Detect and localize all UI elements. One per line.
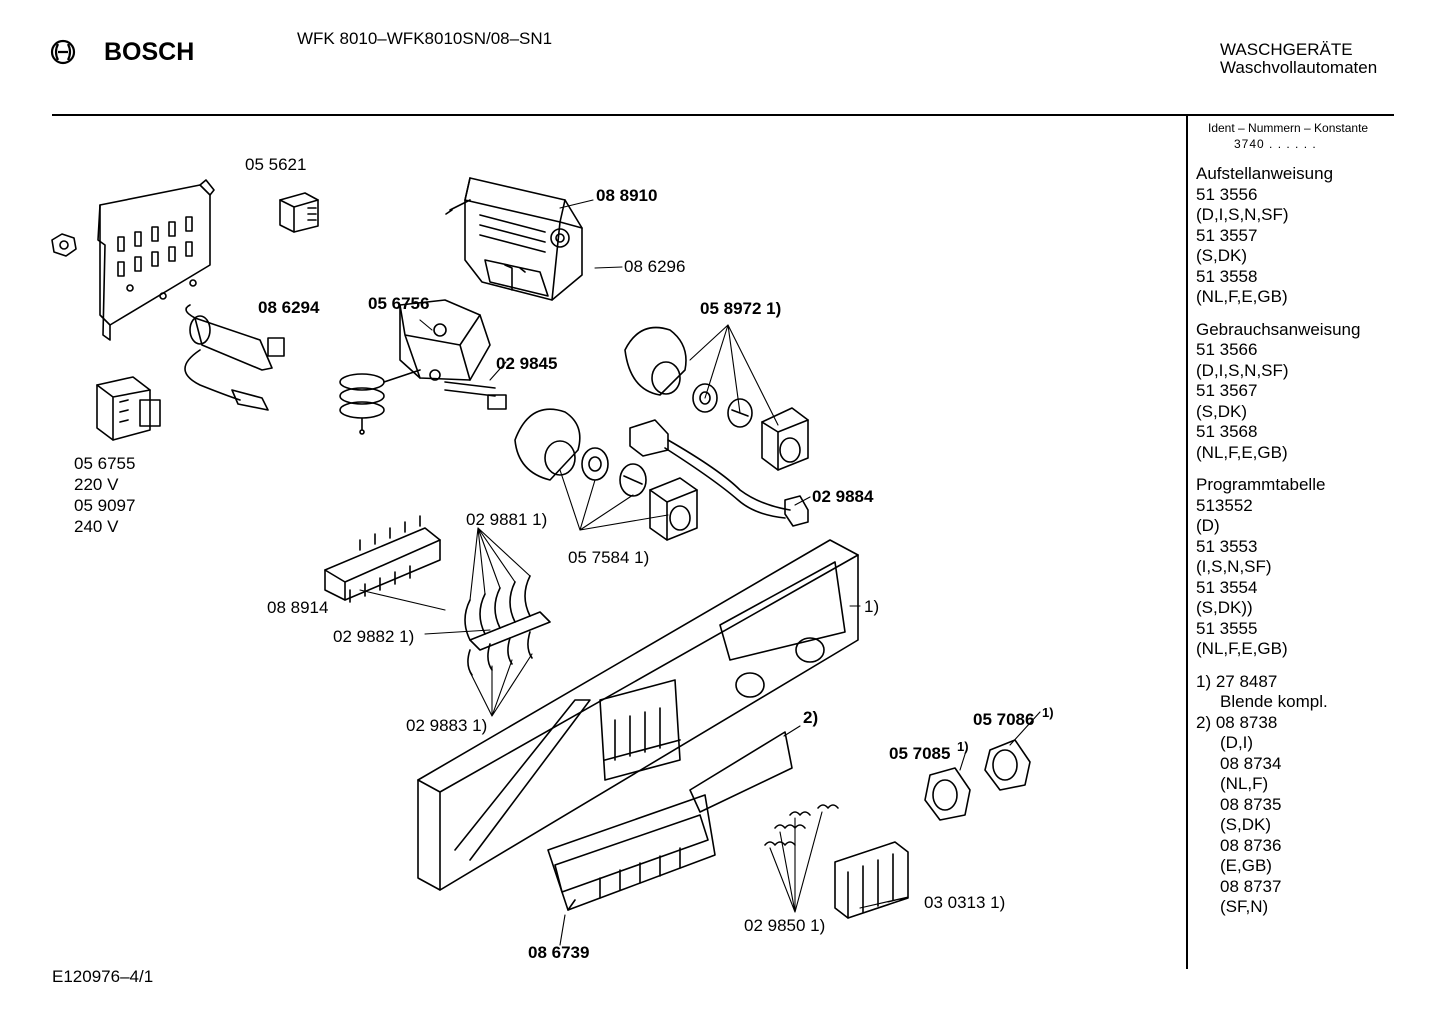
part-label-055621: 05 5621 <box>245 155 307 174</box>
section-title: Programmtabelle <box>1196 475 1326 494</box>
footnote-2: 2) 08 8738 <box>1196 712 1278 732</box>
switch-knob-holders <box>649 407 809 541</box>
transformer <box>96 376 161 441</box>
part-note-057085: 1) <box>957 739 969 754</box>
drawing-number: E120976–4/1 <box>52 967 154 986</box>
leader-lines <box>359 199 1041 946</box>
footnote-2-line: (D,I) <box>1220 733 1254 752</box>
sidebar-divider <box>1186 116 1188 969</box>
footnote-2-line: 08 8735 <box>1220 794 1282 814</box>
model-title: WFK 8010–WFK8010SN/08–SN1 <box>297 29 553 48</box>
section-line: 51 3566 <box>1196 340 1258 359</box>
ident-value: 3740 . . . . . . <box>1234 137 1317 151</box>
section-line: 51 3554 <box>1196 577 1258 597</box>
part-note-057086: 1) <box>1042 705 1054 720</box>
relay-block <box>279 192 319 233</box>
part-label-029850: 02 9850 1) <box>744 916 826 935</box>
section-aufstellanweisung: Aufstellanweisung 51 3556 (D,I,S,N,SF) 5… <box>1196 164 1436 308</box>
section-line: 51 3557 <box>1196 225 1258 245</box>
mounting-bracket <box>97 179 215 341</box>
footnote-2-line: 08 8736 <box>1220 835 1282 855</box>
section-line: 51 3556 <box>1196 184 1258 204</box>
footnote-1: 1) 27 8487 <box>1196 671 1278 691</box>
footnote-2-line: (SF,N) <box>1220 897 1269 916</box>
exploded-parts-diagram <box>0 116 1180 976</box>
section-line: 51 3553 <box>1196 536 1258 556</box>
info-panel: Ident – Nummern – Konstante 3740 . . . .… <box>1196 120 1436 918</box>
knob-cap-upper <box>624 326 687 396</box>
section-line: (D,I,S,N,SF) <box>1196 205 1289 224</box>
contact-springs <box>464 575 551 676</box>
category-title: WASCHGERÄTE <box>1220 40 1353 59</box>
section-line: (I,S,N,SF) <box>1196 557 1272 576</box>
terminal-block <box>324 515 441 603</box>
section-gebrauchsanweisung: Gebrauchsanweisung 51 3566 (D,I,S,N,SF) … <box>1196 320 1436 464</box>
part-label-059097: 05 9097 <box>74 496 136 515</box>
footnote-2-line: 08 8737 <box>1220 876 1282 896</box>
part-label-086296: 08 6296 <box>624 257 686 276</box>
header-divider <box>52 114 1394 116</box>
section-line: 51 3568 <box>1196 422 1258 441</box>
front-panel <box>417 539 859 891</box>
part-label-029881: 02 9881 1) <box>466 510 548 529</box>
panel-note-label: 1) <box>864 597 880 616</box>
section-line: 51 3555 <box>1196 618 1258 638</box>
brand-name: BOSCH <box>104 38 194 66</box>
part-label-086294: 08 6294 <box>258 298 320 317</box>
voltage-220: 220 V <box>74 475 119 494</box>
ident-label: Ident – Nummern – Konstante <box>1208 121 1369 135</box>
part-label-056755: 05 6755 <box>74 454 136 473</box>
footnote-2-line: (E,GB) <box>1220 856 1272 875</box>
section-line: (S,DK) <box>1196 401 1247 421</box>
section-line: (S,DK) <box>1196 246 1247 265</box>
springs-and-clips <box>764 804 909 919</box>
section-line: (NL,F,E,GB) <box>1196 287 1288 306</box>
window-note-label: 2) <box>803 708 819 727</box>
voltage-240: 240 V <box>74 517 119 536</box>
section-line: 51 3567 <box>1196 381 1258 400</box>
section-line: (D,I,S,N,SF) <box>1196 360 1289 380</box>
part-label-029882: 02 9882 1) <box>333 627 415 646</box>
footnote-1-desc: Blende kompl. <box>1220 692 1328 711</box>
part-label-030313: 03 0313 1) <box>924 893 1006 912</box>
pressure-spring <box>339 369 421 435</box>
footnote-2-line: 08 8734 <box>1220 753 1282 773</box>
part-label-058972: 05 8972 1) <box>700 299 782 318</box>
part-label-086739: 08 6739 <box>528 943 590 962</box>
part-label-029883: 02 9883 1) <box>406 716 488 735</box>
control-module <box>445 177 583 301</box>
door-panel <box>547 794 716 911</box>
plug-cable <box>629 419 809 527</box>
section-title: Gebrauchsanweisung <box>1196 319 1361 339</box>
part-label-057584: 05 7584 1) <box>568 548 650 567</box>
footnotes: 1) 27 8487 Blende kompl. 2) 08 8738 (D,I… <box>1196 672 1436 918</box>
section-programmtabelle: Programmtabelle 513552 (D) 51 3553 (I,S,… <box>1196 475 1436 660</box>
part-label-088910: 08 8910 <box>596 186 658 205</box>
section-line: (NL,F,E,GB) <box>1196 442 1288 462</box>
part-label-029884: 02 9884 <box>812 487 874 506</box>
bosch-logo: BOSCH <box>40 32 200 72</box>
part-label-057085: 05 7085 <box>889 744 951 763</box>
category-subtitle: Waschvollautomaten <box>1220 58 1378 77</box>
part-label-088914: 08 8914 <box>267 598 329 617</box>
capacitor <box>184 304 285 411</box>
part-label-029845: 02 9845 <box>496 354 558 373</box>
section-line: (S,DK)) <box>1196 598 1253 617</box>
nut <box>51 233 77 257</box>
footnote-2-line: (NL,F) <box>1220 774 1269 793</box>
part-label-057086: 05 7086 <box>973 710 1035 729</box>
section-line: 513552 <box>1196 495 1253 515</box>
section-title: Aufstellanweisung <box>1196 164 1334 183</box>
footnote-2-line: (S,DK) <box>1220 815 1271 834</box>
door-lock <box>399 299 507 410</box>
section-line: 51 3558 <box>1196 266 1258 286</box>
bosch-armature-icon <box>50 39 76 65</box>
section-line: (D) <box>1196 516 1220 535</box>
display-window <box>689 731 793 813</box>
part-label-056756: 05 6756 <box>368 294 430 313</box>
section-line: (NL,F,E,GB) <box>1196 639 1288 658</box>
knob-cap-lower <box>514 408 581 481</box>
